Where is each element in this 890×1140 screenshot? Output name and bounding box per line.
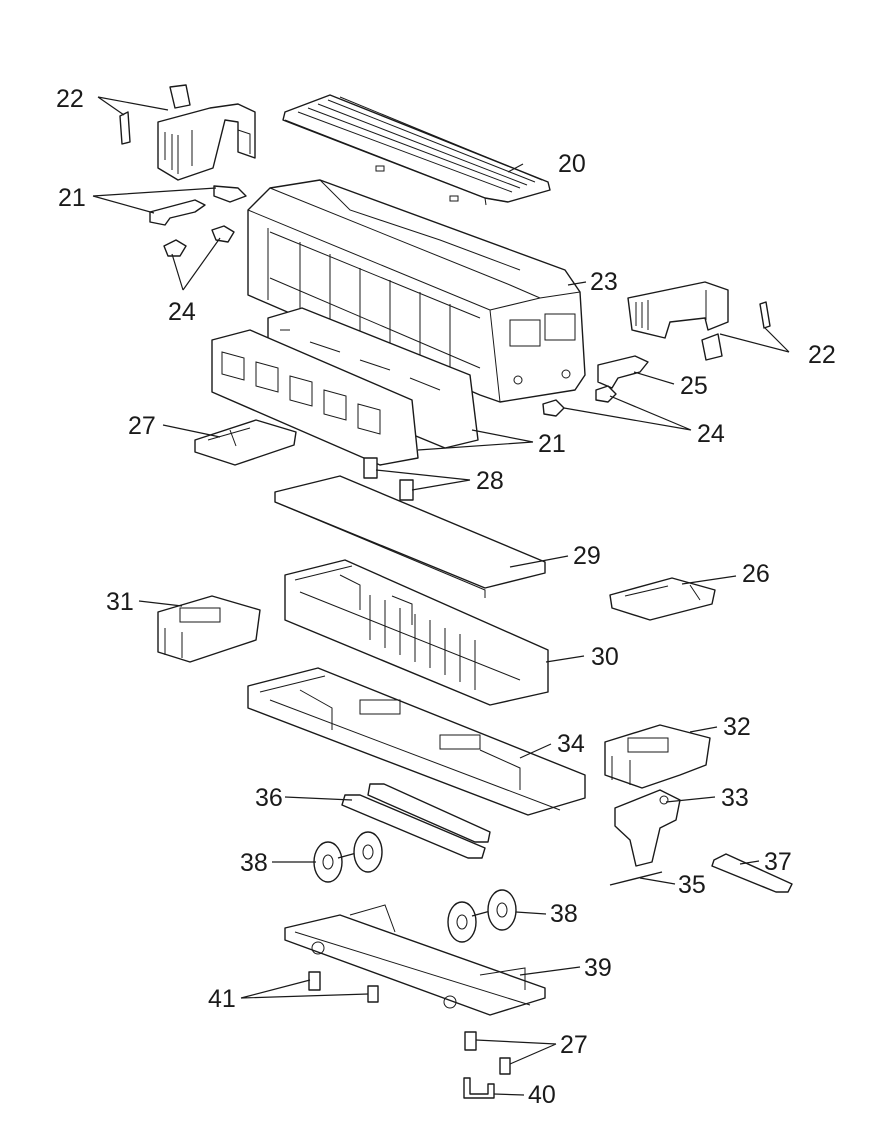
callout-32: 32 — [723, 713, 751, 741]
callout-31: 31 — [106, 588, 134, 616]
callout-35: 35 — [678, 871, 706, 899]
bogie-part-33 — [614, 789, 681, 867]
wheelset-part-38-right — [447, 889, 517, 943]
callout-22-right: 22 — [808, 341, 836, 369]
weights-part-28 — [363, 457, 414, 501]
callout-26: 26 — [742, 560, 770, 588]
callout-23: 23 — [590, 268, 618, 296]
chassis-part-34 — [247, 667, 586, 816]
frame-part-30 — [284, 559, 549, 706]
lamps-part-24-right — [542, 385, 617, 417]
callout-labels: 22 20 21 24 23 22 25 24 27 21 28 29 26 3… — [56, 85, 836, 1109]
bogie-holder-part-31 — [157, 595, 261, 663]
callout-38-left: 38 — [240, 849, 268, 877]
clip-part-40 — [463, 1077, 495, 1099]
coupler-part-37 — [711, 853, 793, 893]
wheelset-part-38-left — [313, 831, 383, 883]
bogie-holder-part-32 — [604, 724, 711, 789]
bogie-cover-part-26 — [609, 577, 716, 621]
callout-24-left: 24 — [168, 298, 196, 326]
small-parts-part-21 — [149, 185, 247, 226]
callout-25: 25 — [680, 372, 708, 400]
end-cap-right-part-22 — [627, 281, 771, 361]
callout-24-right: 24 — [697, 420, 725, 448]
callout-41: 41 — [208, 985, 236, 1013]
callout-27-upper: 27 — [128, 412, 156, 440]
callout-39: 39 — [584, 954, 612, 982]
callout-33: 33 — [721, 784, 749, 812]
callout-40: 40 — [528, 1081, 556, 1109]
callout-36: 36 — [255, 784, 283, 812]
callout-22-top-left: 22 — [56, 85, 84, 113]
coupler-part-25 — [597, 355, 649, 389]
bogie-cover-part-27 — [194, 419, 297, 466]
window-strips-part-21 — [211, 307, 479, 466]
end-cap-left-part-22 — [119, 84, 256, 181]
callout-37: 37 — [764, 848, 792, 876]
callout-21-lower: 21 — [538, 430, 566, 458]
callout-34: 34 — [557, 730, 585, 758]
callout-20: 20 — [558, 150, 586, 178]
lamps-part-24-left — [163, 225, 235, 257]
callout-38-right: 38 — [550, 900, 578, 928]
base-plate-part-39 — [284, 904, 546, 1016]
roof-part-20 — [282, 94, 551, 206]
callout-28: 28 — [476, 467, 504, 495]
screws-part-27 — [464, 1031, 511, 1075]
plate-part-29 — [274, 475, 546, 598]
pin-part-35 — [609, 871, 663, 886]
leader-lines — [92, 96, 790, 1096]
callout-27-lower: 27 — [560, 1031, 588, 1059]
callout-29: 29 — [573, 542, 601, 570]
callout-30: 30 — [591, 643, 619, 671]
screws-part-41 — [308, 971, 379, 1003]
rail-bar-part-36 — [341, 783, 491, 859]
callout-21-upper: 21 — [58, 184, 86, 212]
